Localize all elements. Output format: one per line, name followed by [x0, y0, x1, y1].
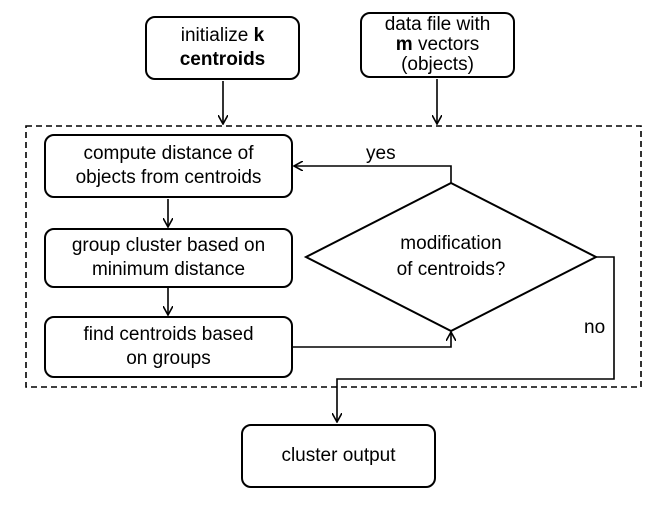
no-label: no [584, 317, 606, 338]
init-text: initialize [180, 25, 254, 46]
data-file-line3: (objects) [401, 54, 474, 75]
find-centroids-box: find centroids based on groups [44, 316, 293, 378]
decision-label: modification of centroids? [356, 231, 546, 283]
find-line2: on groups [126, 348, 211, 369]
arrow-no-to-output [337, 256, 615, 422]
data-file-m: m [395, 34, 413, 55]
group-cluster-box: group cluster based on minimum distance [44, 228, 293, 288]
yes-label: yes [366, 143, 396, 164]
output-label: cluster output [281, 445, 396, 466]
arrow-find-to-decision [293, 332, 451, 348]
group-line1: group cluster based on [71, 235, 266, 256]
data-file-box: data file with m vectors (objects) [360, 12, 515, 78]
initialize-centroids-box: initialize k centroids [145, 16, 300, 80]
cluster-output-box: cluster output [241, 424, 436, 488]
init-k: k [253, 25, 265, 46]
compute-line2: objects from centroids [75, 167, 262, 188]
decision-line2: of centroids? [396, 259, 506, 280]
arrow-yes-to-compute [294, 166, 452, 183]
decision-line1: modification [400, 233, 502, 254]
data-file-line1: data file with [384, 14, 491, 35]
process-loop-boundary [25, 125, 642, 388]
compute-line1: compute distance of [83, 143, 254, 164]
find-line1: find centroids based [83, 324, 254, 345]
data-file-vectors: vectors [412, 34, 480, 55]
group-line2: minimum distance [91, 259, 246, 280]
init-centroids-text: centroids [179, 49, 266, 70]
compute-distance-box: compute distance of objects from centroi… [44, 134, 293, 198]
